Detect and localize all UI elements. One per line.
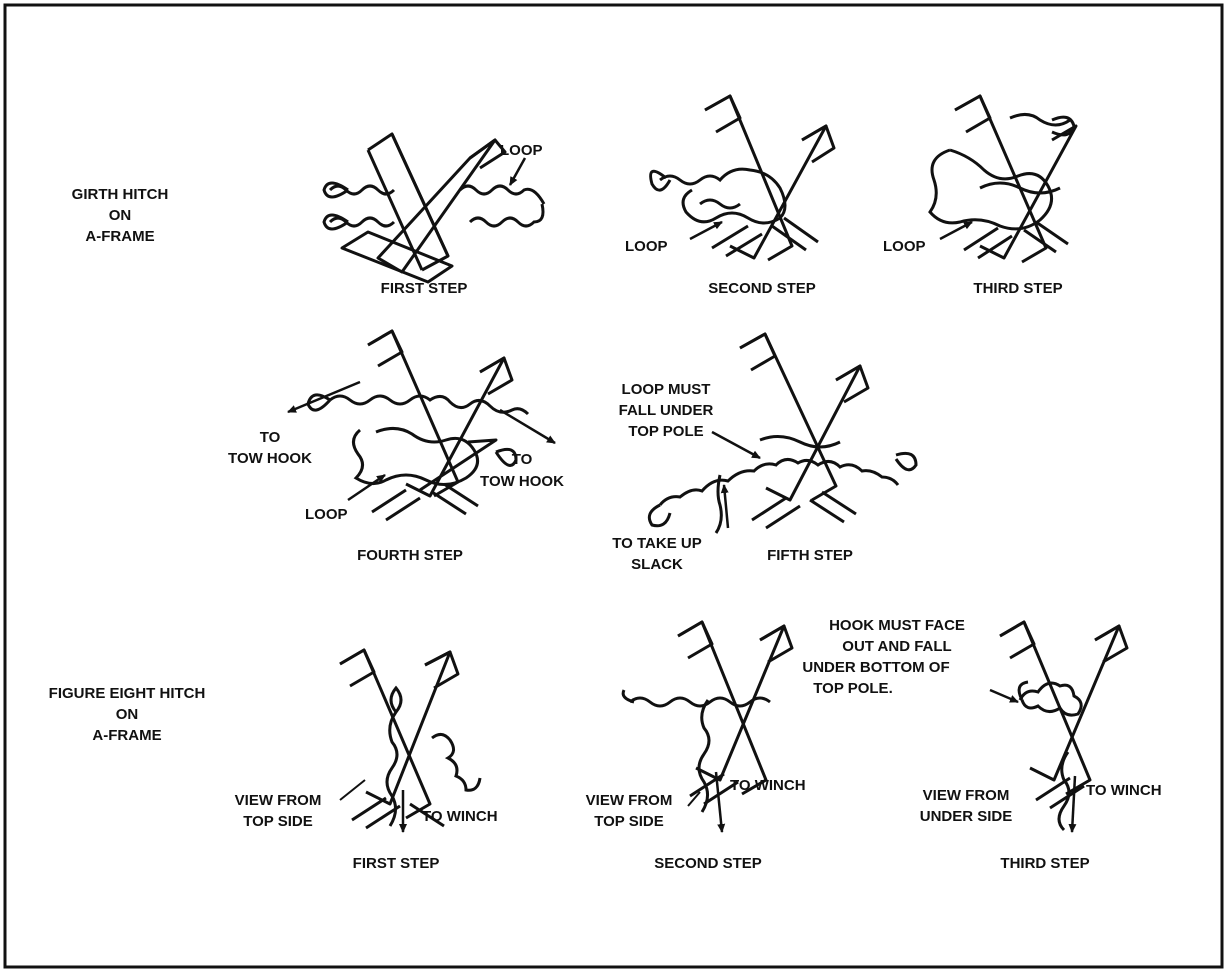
loop-arrow xyxy=(690,222,722,239)
hook-note-4: TOP POLE. xyxy=(813,680,892,697)
loop-arrow xyxy=(940,222,972,239)
right-tow-label-1: TO xyxy=(512,451,533,468)
loop-label: LOOP xyxy=(625,238,668,255)
a-frame-poles xyxy=(342,134,505,282)
girth-second-step: LOOP SECOND STEP xyxy=(625,96,834,297)
hook xyxy=(623,690,634,702)
winch-label: TO WINCH xyxy=(730,777,806,794)
end-loop-left xyxy=(649,505,670,526)
girth-fourth-step: TO TOW HOOK TO TOW HOOK LOOP FOURTH STEP xyxy=(228,331,564,564)
wrapped-chain xyxy=(660,169,785,223)
hook-chain xyxy=(432,734,480,790)
girth-hitch-title-3: A-FRAME xyxy=(85,228,154,245)
figure-eight-title-1: FIGURE EIGHT HITCH xyxy=(49,685,206,702)
hook-note-arrow xyxy=(990,690,1018,702)
left-tow-label-1: TO xyxy=(260,429,281,446)
winch-label: TO WINCH xyxy=(1086,782,1162,799)
loop-note-3: TOP POLE xyxy=(628,423,703,440)
a-frame-poles xyxy=(740,334,868,528)
loop-note-2: FALL UNDER xyxy=(619,402,714,419)
first-step-caption: FIRST STEP xyxy=(353,855,440,872)
view-label-1: VIEW FROM xyxy=(235,792,322,809)
figure-eight-chain xyxy=(699,700,709,812)
hook-note-2: OUT AND FALL xyxy=(842,638,951,655)
winch-label: TO WINCH xyxy=(422,808,498,825)
view-label-1: VIEW FROM xyxy=(586,792,673,809)
figure-eight-third-step: HOOK MUST FACE OUT AND FALL UNDER BOTTOM… xyxy=(802,617,1161,872)
wrapped-chain xyxy=(330,396,528,485)
a-frame-poles xyxy=(368,331,512,520)
end-loop xyxy=(651,171,670,190)
first-step-caption: FIRST STEP xyxy=(381,280,468,297)
third-step-caption: THIRD STEP xyxy=(973,280,1062,297)
figure-eight-second-step: VIEW FROM TOP SIDE TO WINCH SECOND STEP xyxy=(586,622,806,872)
figure-eight-title-2: ON xyxy=(116,706,139,723)
loop-arrow xyxy=(510,158,525,185)
a-frame-poles xyxy=(955,96,1076,262)
figure-eight-title-3: A-FRAME xyxy=(92,727,161,744)
horizontal-chain xyxy=(630,698,770,706)
right-tow-label-2: TOW HOOK xyxy=(480,473,564,490)
second-step-caption: SECOND STEP xyxy=(708,280,816,297)
girth-fifth-step: LOOP MUST FALL UNDER TOP POLE TO TAKE UP… xyxy=(612,334,916,573)
third-step-caption: THIRD STEP xyxy=(1000,855,1089,872)
girth-hitch-title-1: GIRTH HITCH xyxy=(72,186,169,203)
right-tow-arrow xyxy=(500,410,555,443)
loop-label: LOOP xyxy=(305,506,348,523)
wrapped-chain xyxy=(930,114,1070,228)
slack-arrow xyxy=(724,485,728,528)
fourth-step-caption: FOURTH STEP xyxy=(357,547,463,564)
winch-arrow xyxy=(1072,776,1075,832)
slack-label-2: SLACK xyxy=(631,556,683,573)
slack-label-1: TO TAKE UP xyxy=(612,535,701,552)
girth-hitch-title-2: ON xyxy=(109,207,132,224)
second-step-caption: SECOND STEP xyxy=(654,855,762,872)
hook-note-3: UNDER BOTTOM OF xyxy=(802,659,949,676)
a-frame-poles xyxy=(340,650,458,828)
hook-note-1: HOOK MUST FACE xyxy=(829,617,965,634)
girth-first-step: LOOP FIRST STEP xyxy=(324,134,544,297)
loop-label: LOOP xyxy=(500,142,543,159)
fifth-step-caption: FIFTH STEP xyxy=(767,547,853,564)
view-arrow xyxy=(340,780,365,800)
left-tow-label-2: TOW HOOK xyxy=(228,450,312,467)
view-label-2: TOP SIDE xyxy=(243,813,312,830)
end-loop-right xyxy=(896,453,916,469)
girth-third-step: LOOP THIRD STEP xyxy=(883,96,1076,297)
loop-label: LOOP xyxy=(883,238,926,255)
loop-arrow xyxy=(348,475,385,500)
loop-note-arrow xyxy=(712,432,760,458)
view-label-2: UNDER SIDE xyxy=(920,808,1013,825)
loop-note-1: LOOP MUST xyxy=(622,381,711,398)
view-label-2: TOP SIDE xyxy=(594,813,663,830)
view-label-1: VIEW FROM xyxy=(923,787,1010,804)
figure-eight-first-step: VIEW FROM TOP SIDE TO WINCH FIRST STEP xyxy=(235,650,498,872)
